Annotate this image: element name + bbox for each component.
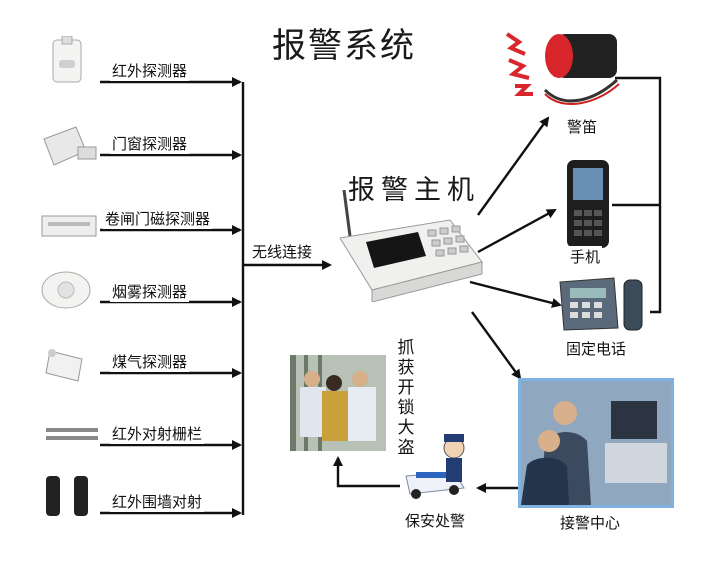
capture-photo-image bbox=[290, 355, 386, 451]
label-detector-4: 烟雾探测器 bbox=[110, 281, 190, 302]
security-police-image bbox=[404, 432, 478, 502]
capture-label: 抓获开锁大盗 bbox=[397, 338, 415, 458]
label-siren: 警笛 bbox=[565, 116, 600, 137]
siren-image bbox=[505, 20, 625, 116]
mobile-phone-image bbox=[565, 158, 611, 250]
infrared-detector-image bbox=[50, 35, 84, 86]
door-window-detector-image bbox=[42, 125, 98, 169]
siren-landline-link bbox=[615, 76, 662, 314]
alarm-center-image bbox=[518, 378, 674, 508]
label-phone: 手机 bbox=[568, 246, 603, 267]
label-detector-6: 红外对射栅栏 bbox=[110, 423, 205, 444]
wall-infrared-beam-image bbox=[44, 472, 92, 520]
label-detector-2: 门窗探测器 bbox=[110, 133, 190, 154]
arrow-to-capture bbox=[333, 456, 400, 488]
label-landline: 固定电话 bbox=[564, 338, 629, 359]
smoke-detector-image bbox=[40, 268, 92, 312]
label-center: 接警中心 bbox=[558, 512, 623, 533]
arrow-to-siren bbox=[477, 116, 550, 216]
gas-detector-image bbox=[42, 345, 92, 385]
shutter-magnetic-detector-image bbox=[40, 210, 98, 240]
infrared-beam-fence-image bbox=[44, 424, 100, 444]
label-detector-1: 红外探测器 bbox=[110, 60, 190, 81]
landline-phone-image bbox=[556, 274, 652, 332]
alarm-host-image bbox=[330, 189, 486, 303]
label-security: 保安处警 bbox=[403, 510, 468, 531]
label-detector-7: 红外围墙对射 bbox=[110, 491, 205, 512]
arrow-to-landline bbox=[469, 280, 562, 308]
arrow-to-phone bbox=[477, 208, 557, 254]
diagram-title: 报警系统 bbox=[272, 26, 416, 66]
arrow-to-center bbox=[471, 311, 522, 380]
wireless-link-label: 无线连接 bbox=[250, 241, 315, 262]
host-title: 报警主机 bbox=[348, 175, 480, 206]
label-detector-5: 煤气探测器 bbox=[110, 351, 190, 372]
label-detector-3: 卷闸门磁探测器 bbox=[103, 208, 213, 229]
